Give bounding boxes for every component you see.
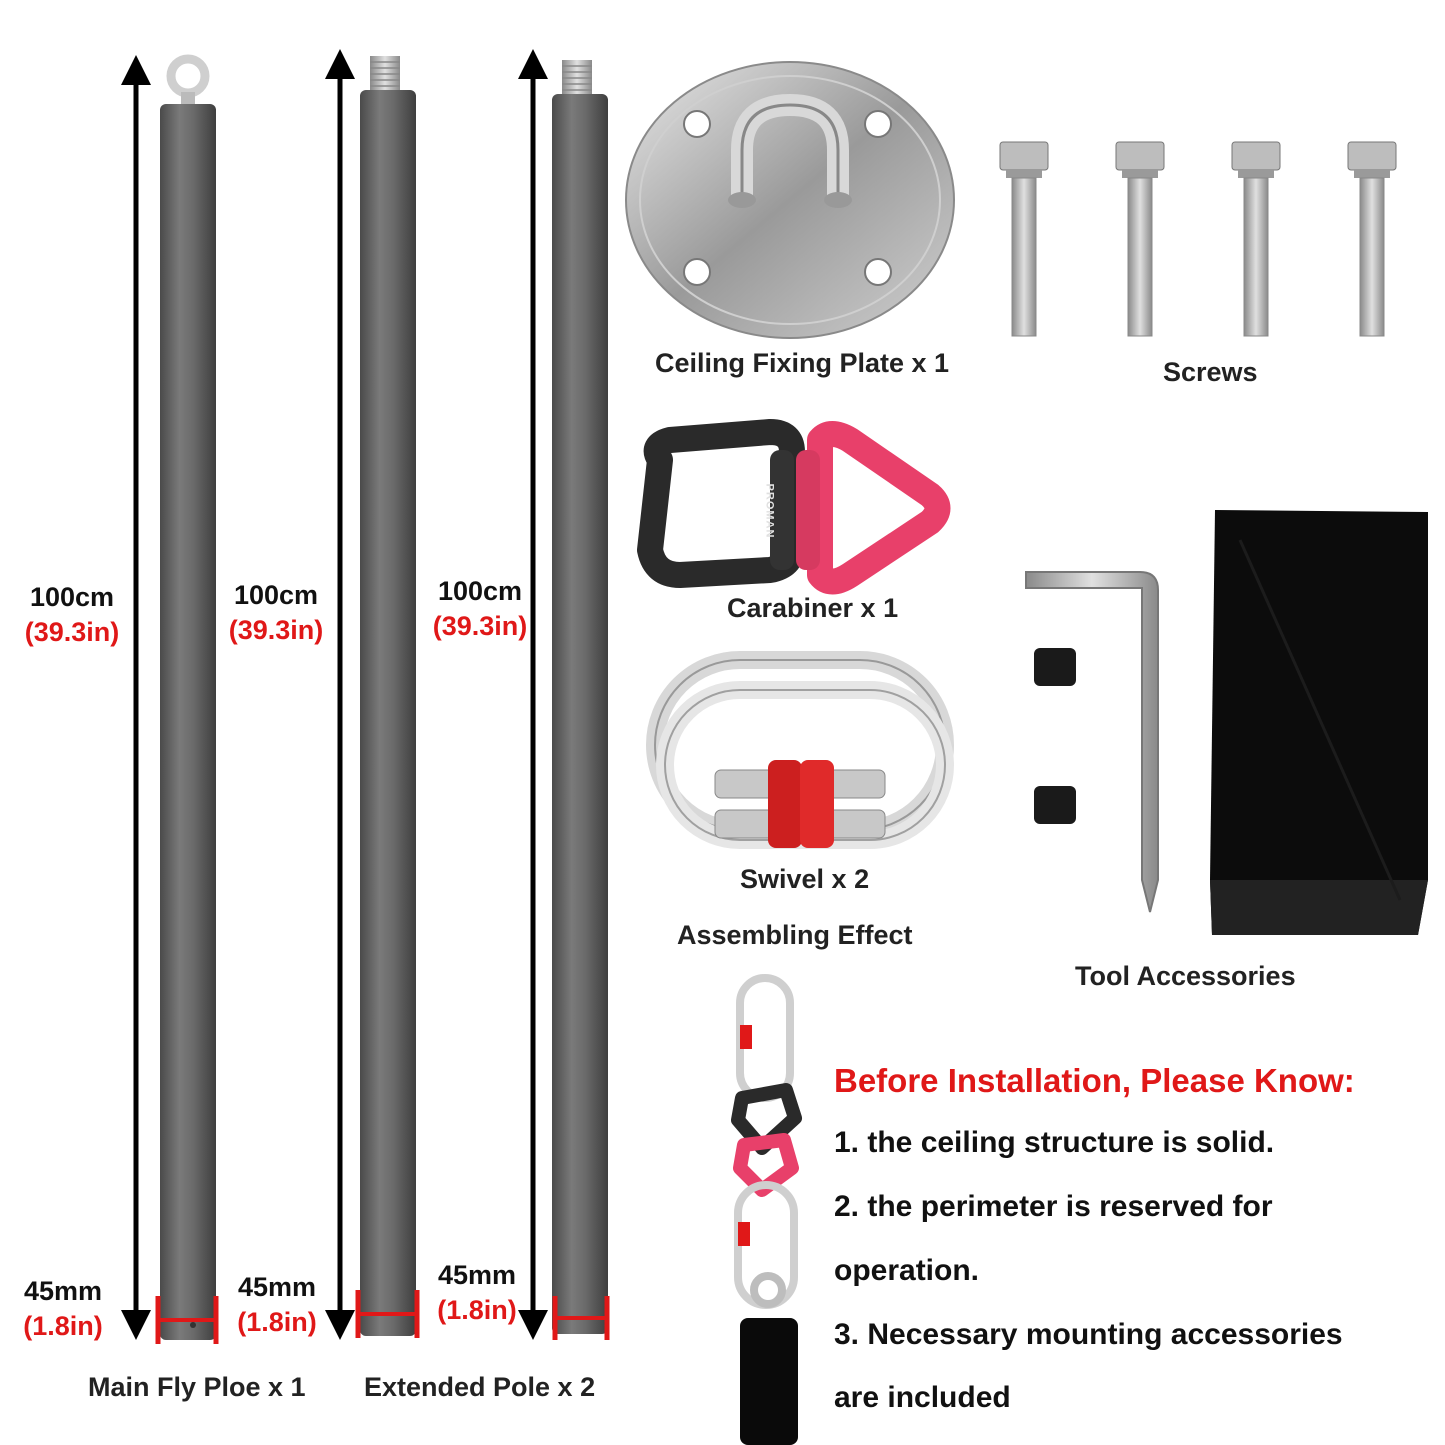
swivel-image bbox=[646, 651, 954, 849]
screws-image bbox=[999, 141, 1397, 337]
notice-item-3-cont: are included bbox=[834, 1381, 1011, 1414]
pole-2-diameter-mm: 45mm bbox=[237, 1272, 317, 1302]
screws-label: Screws bbox=[1163, 357, 1258, 387]
carabiner-label: Carabiner x 1 bbox=[727, 593, 899, 623]
pole-3-length-label: 100cm (39.3in) bbox=[418, 576, 542, 642]
pole-2-length-in: (39.3in) bbox=[228, 615, 324, 645]
pole-3-length-cm: 100cm bbox=[437, 576, 523, 606]
swivel-label: Swivel x 2 bbox=[740, 864, 870, 894]
pole-2-diameter-marker bbox=[355, 1290, 420, 1338]
notice-item-2: 2. the perimeter is reserved for bbox=[834, 1190, 1273, 1223]
carabiner-image bbox=[637, 419, 951, 595]
pole-2-diameter-label: 45mm (1.8in) bbox=[224, 1272, 330, 1338]
pole-2-length-label: 100cm (39.3in) bbox=[214, 580, 338, 646]
notice-item-1: 1. the ceiling structure is solid. bbox=[834, 1126, 1275, 1159]
pole-1-diameter-mm: 45mm bbox=[23, 1276, 103, 1306]
notice-title: Before Installation, Please Know: bbox=[834, 1062, 1355, 1099]
pole-1-diameter-marker bbox=[155, 1296, 219, 1344]
pole-2-diameter-in: (1.8in) bbox=[237, 1307, 317, 1337]
pole-1-length-cm: 100cm bbox=[29, 582, 115, 612]
pole-3-diameter-label: 45mm (1.8in) bbox=[424, 1260, 530, 1326]
pole-3-diameter-marker bbox=[552, 1296, 610, 1340]
pole-1-diameter-label: 45mm (1.8in) bbox=[10, 1276, 116, 1342]
set-screws-image bbox=[1034, 648, 1076, 824]
pole-3-diameter-in: (1.8in) bbox=[437, 1295, 517, 1325]
pole-1-length-in: (39.3in) bbox=[24, 617, 120, 647]
pole-1-length-label: 100cm (39.3in) bbox=[10, 582, 134, 648]
main-fly-pole bbox=[160, 54, 216, 1340]
pole-1-diameter-in: (1.8in) bbox=[23, 1311, 103, 1341]
main-pole-label: Main Fly Ploe x 1 bbox=[88, 1372, 306, 1402]
pole-3-diameter-mm: 45mm bbox=[437, 1260, 517, 1290]
assembling-label: Assembling Effect bbox=[677, 920, 913, 950]
brand-mark: PROMAN bbox=[763, 483, 776, 539]
tools-label: Tool Accessories bbox=[1075, 961, 1296, 991]
pole-2-length-cm: 100cm bbox=[233, 580, 319, 610]
ceiling-plate-image bbox=[625, 61, 955, 339]
notice-item-2-cont: operation. bbox=[834, 1254, 980, 1287]
pole-3-length-in: (39.3in) bbox=[432, 611, 528, 641]
storage-bag-image bbox=[1210, 510, 1428, 935]
allen-key-image bbox=[1025, 571, 1159, 913]
extended-pole-label: Extended Pole x 2 bbox=[364, 1372, 596, 1402]
extended-pole-1 bbox=[360, 56, 416, 1336]
extended-pole-2 bbox=[552, 60, 608, 1334]
ceiling-plate-label: Ceiling Fixing Plate x 1 bbox=[655, 348, 950, 378]
assembly-image bbox=[731, 974, 802, 1445]
notice-item-3: 3. Necessary mounting accessories bbox=[834, 1318, 1343, 1351]
